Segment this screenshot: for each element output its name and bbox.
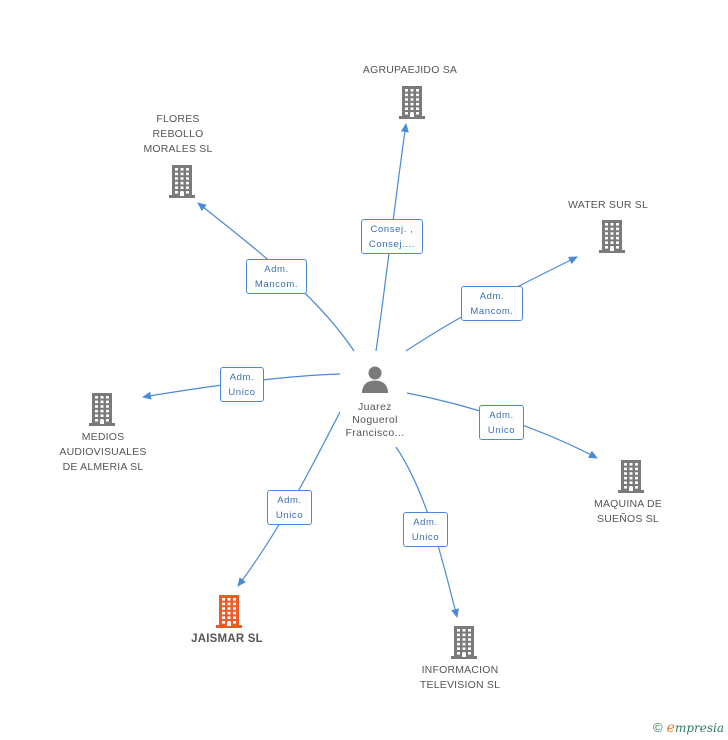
building-icon[interactable] xyxy=(166,163,198,199)
role-box-medios[interactable]: Adm. Unico xyxy=(220,367,264,402)
company-name-line: FLORES xyxy=(156,113,200,125)
company-name-line: MAQUINA DE xyxy=(594,498,662,510)
company-name-line: DE ALMERIA SL xyxy=(62,461,144,473)
building-icon[interactable] xyxy=(396,84,428,120)
role-line: Consej. , xyxy=(370,224,414,235)
copyright-symbol: © xyxy=(653,720,663,735)
role-line: Mancom. xyxy=(254,279,299,290)
company-name-line: SUEÑOS SL xyxy=(597,513,659,525)
role-line: Adm. xyxy=(264,264,289,275)
company-name-line: REBOLLO xyxy=(152,128,204,140)
role-line: Adm. xyxy=(277,495,302,506)
company-label-jaismar[interactable]: JAISMAR SL xyxy=(167,632,287,647)
role-box-informacion[interactable]: Adm. Unico xyxy=(403,512,448,547)
person-icon[interactable] xyxy=(360,364,390,394)
company-name-line: MEDIOS xyxy=(81,431,125,443)
building-icon[interactable] xyxy=(615,458,647,494)
brand-logo-initial: e xyxy=(666,720,675,736)
role-line: Adm. xyxy=(229,372,255,383)
role-box-jaismar[interactable]: Adm. Unico xyxy=(267,490,312,525)
person-name-line-1: Juarez xyxy=(358,401,392,413)
role-line: Unico xyxy=(411,532,440,543)
role-line: Adm. xyxy=(479,291,505,302)
company-label-informacion[interactable]: INFORMACION TELEVISION SL xyxy=(400,663,520,693)
role-box-agrupaejido[interactable]: Consej. , Consej.... xyxy=(361,219,423,254)
role-line: Unico xyxy=(228,387,256,398)
brand-logo-text: mpresia xyxy=(674,721,724,735)
building-icon-highlighted[interactable] xyxy=(213,593,245,629)
role-line: Adm. xyxy=(413,517,438,528)
role-line: Unico xyxy=(275,510,304,521)
company-name-line: WATER SUR SL xyxy=(568,199,648,211)
building-icon[interactable] xyxy=(596,218,628,254)
company-name-line: INFORMACION xyxy=(421,664,499,676)
company-label-flores[interactable]: FLORES REBOLLO MORALES SL xyxy=(118,112,238,157)
company-name-line: JAISMAR SL xyxy=(191,633,263,645)
role-box-water[interactable]: Adm. Mancom. xyxy=(461,286,523,321)
company-name-line: TELEVISION SL xyxy=(419,679,501,691)
company-name-line: MORALES SL xyxy=(143,143,213,155)
role-box-flores[interactable]: Adm. Mancom. xyxy=(246,259,307,294)
company-name-line: AGRUPAEJIDO SA xyxy=(362,64,458,76)
company-name-line: AUDIOVISUALES xyxy=(59,446,147,458)
role-line: Consej.... xyxy=(368,239,416,250)
company-label-medios[interactable]: MEDIOS AUDIOVISUALES DE ALMERIA SL xyxy=(38,430,168,475)
building-icon[interactable] xyxy=(448,624,480,660)
person-name-line-3: Francisco... xyxy=(345,427,405,439)
company-label-agrupaejido[interactable]: AGRUPAEJIDO SA xyxy=(330,63,490,78)
company-label-maquina[interactable]: MAQUINA DE SUEÑOS SL xyxy=(568,497,688,527)
company-label-water[interactable]: WATER SUR SL xyxy=(548,198,668,213)
person-name[interactable]: Juarez Noguerol Francisco... xyxy=(320,401,430,440)
person-name-line-2: Noguerol xyxy=(352,414,398,426)
role-line: Adm. xyxy=(489,410,514,421)
role-line: Unico xyxy=(487,425,516,436)
role-line: Mancom. xyxy=(470,306,514,317)
footer-brand: ©empresia xyxy=(653,720,724,736)
building-icon[interactable] xyxy=(86,391,118,427)
role-box-maquina[interactable]: Adm. Unico xyxy=(479,405,524,440)
